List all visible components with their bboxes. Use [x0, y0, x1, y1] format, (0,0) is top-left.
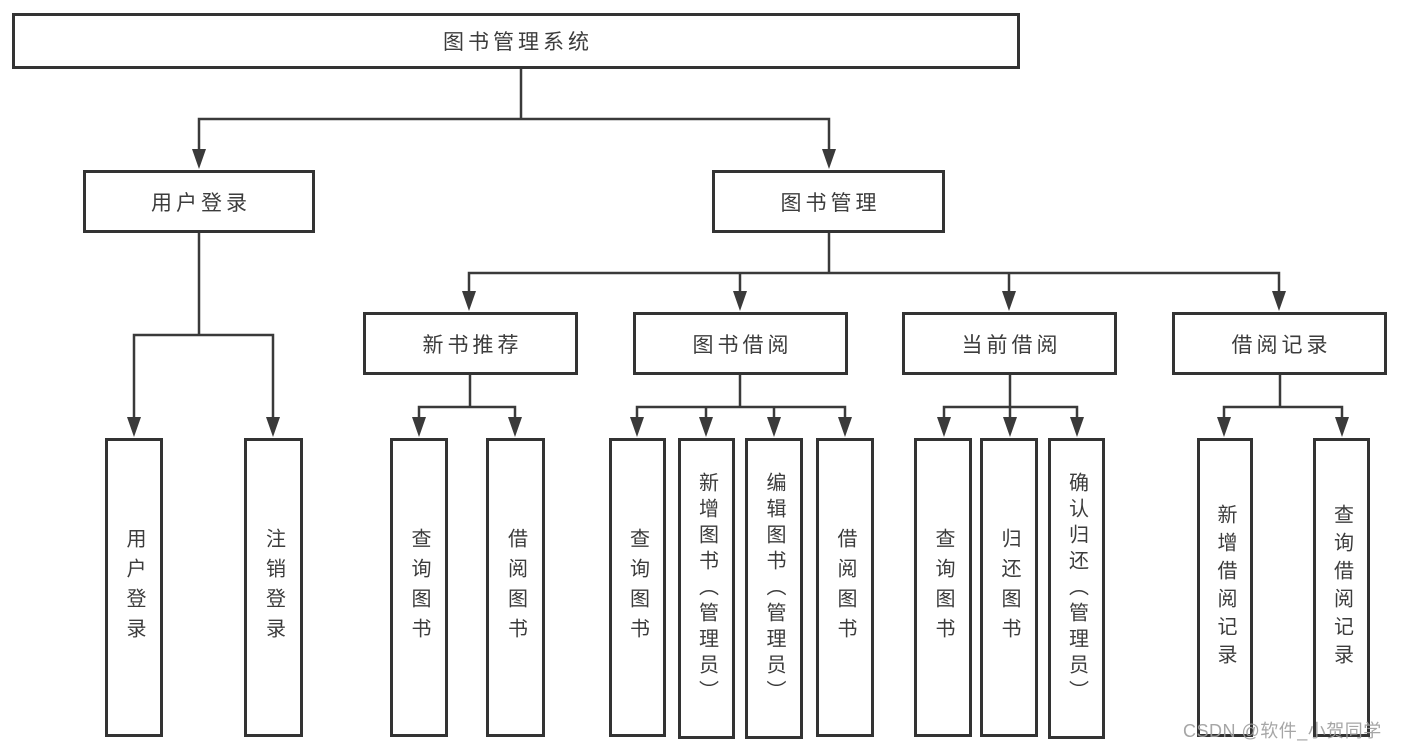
node-root-label: 图书管理系统	[443, 31, 593, 54]
arrowhead-bb-borrow	[838, 417, 852, 437]
node-user-login-label: 用户登录	[151, 191, 251, 215]
node-borrow-records: 借阅记录	[1172, 312, 1387, 375]
node-new-book-recommend: 新书推荐	[363, 312, 578, 375]
node-current-borrow-label: 当前借阅	[961, 333, 1062, 357]
arrowhead-book-borrow	[733, 291, 747, 311]
leaf-bb-edit-books-admin-label: 编辑图书（管理员）	[763, 471, 785, 706]
arrowhead-cb-query	[937, 417, 951, 437]
leaf-logout: 注销登录	[244, 438, 303, 737]
connector-new-book-recommend-split	[417, 405, 517, 418]
node-book-borrow: 图书借阅	[633, 312, 848, 375]
node-current-borrow: 当前借阅	[902, 312, 1117, 375]
leaf-cb-query-books-label: 查询图书	[932, 527, 954, 648]
connector-book-management-split	[467, 271, 1281, 292]
arrowhead-leaf-user-login	[127, 417, 141, 437]
leaf-bb-query-books: 查询图书	[609, 438, 666, 737]
leaf-nbr-query-books: 查询图书	[390, 438, 448, 737]
node-borrow-records-label: 借阅记录	[1231, 333, 1332, 357]
connector-root-split	[197, 117, 831, 150]
arrowhead-br-add	[1217, 417, 1231, 437]
arrowhead-nbr-query	[412, 417, 426, 437]
leaf-bb-query-books-label: 查询图书	[626, 527, 649, 648]
leaf-user-login-label: 用户登录	[123, 527, 145, 648]
leaf-nbr-borrow-books-label: 借阅图书	[504, 527, 527, 648]
node-user-login: 用户登录	[83, 170, 315, 233]
leaf-bb-add-books-admin: 新增图书（管理员）	[678, 438, 735, 739]
arrowhead-bb-query	[630, 417, 644, 437]
leaf-br-query-record: 查询借阅记录	[1313, 438, 1370, 737]
arrowhead-bb-edit	[767, 417, 781, 437]
leaf-cb-query-books: 查询图书	[914, 438, 972, 737]
node-book-management: 图书管理	[712, 170, 945, 233]
arrowhead-bb-add	[699, 417, 713, 437]
connector-user-login-split	[132, 333, 275, 418]
arrowhead-user-login	[192, 149, 206, 169]
leaf-br-query-record-label: 查询借阅记录	[1330, 503, 1353, 672]
arrowhead-nbr-borrow	[508, 417, 522, 437]
node-book-management-label: 图书管理	[780, 191, 881, 215]
leaf-logout-label: 注销登录	[262, 527, 285, 648]
leaf-bb-edit-books-admin: 编辑图书（管理员）	[745, 438, 803, 739]
arrowhead-cb-return	[1003, 417, 1017, 437]
leaf-cb-return-books: 归还图书	[980, 438, 1038, 737]
arrowhead-br-query	[1335, 417, 1349, 437]
leaf-cb-confirm-return-admin-label: 确认归还（管理员）	[1065, 471, 1088, 706]
arrowhead-new-book-recommend	[462, 291, 476, 311]
csdn-watermark: CSDN @软件_小贺同学	[1183, 721, 1382, 741]
leaf-user-login: 用户登录	[105, 438, 163, 737]
arrowhead-leaf-logout	[266, 417, 280, 437]
connector-book-borrow-split	[635, 405, 847, 418]
arrowhead-cb-confirm	[1070, 417, 1084, 437]
node-new-book-recommend-label: 新书推荐	[422, 333, 523, 357]
node-root: 图书管理系统	[12, 13, 1020, 69]
arrowhead-current-borrow	[1002, 291, 1016, 311]
arrowhead-borrow-records	[1272, 291, 1286, 311]
leaf-bb-borrow-books: 借阅图书	[816, 438, 874, 737]
leaf-cb-return-books-label: 归还图书	[998, 527, 1020, 648]
leaf-cb-confirm-return-admin: 确认归还（管理员）	[1048, 438, 1105, 739]
connector-borrow-records-split	[1222, 405, 1344, 418]
leaf-nbr-query-books-label: 查询图书	[408, 527, 430, 648]
leaf-br-add-record-label: 新增借阅记录	[1214, 503, 1236, 672]
leaf-nbr-borrow-books: 借阅图书	[486, 438, 545, 737]
node-book-borrow-label: 图书借阅	[692, 333, 793, 357]
arrowhead-book-management	[822, 149, 836, 169]
leaf-bb-add-books-admin-label: 新增图书（管理员）	[695, 471, 718, 706]
leaf-br-add-record: 新增借阅记录	[1197, 438, 1253, 737]
leaf-bb-borrow-books-label: 借阅图书	[834, 527, 856, 648]
